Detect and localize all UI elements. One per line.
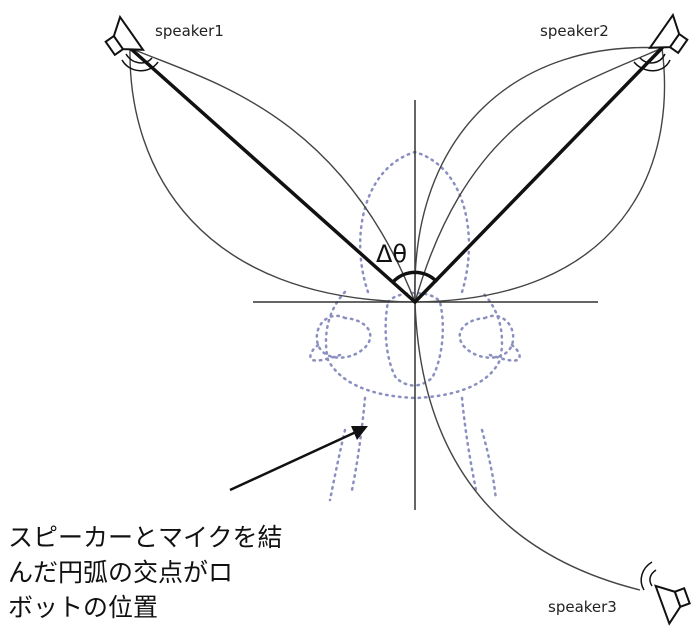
robot-face — [384, 291, 445, 387]
arc-speaker1-lower — [129, 47, 416, 303]
arc-speaker3 — [414, 301, 641, 591]
robot-left-ear-tip — [309, 343, 342, 362]
caption-line-2: んだ円弧の交点がロ — [8, 558, 234, 587]
robot-left-ear — [315, 314, 372, 359]
caption-line-1: スピーカーとマイクを結 — [8, 523, 283, 552]
caption-line-3: ボットの位置 — [8, 593, 159, 622]
sound-wave-icon — [633, 53, 671, 72]
speaker3: speaker3 — [548, 561, 691, 626]
robot-right-ear-tip — [488, 343, 521, 362]
line-to-speaker2 — [413, 46, 664, 304]
line-to-speaker1 — [128, 46, 417, 304]
speaker-icon — [648, 12, 689, 55]
robot-body — [324, 290, 504, 400]
pointer-arrow — [229, 426, 368, 492]
speaker-icon — [654, 584, 691, 626]
robot-right-leg — [460, 396, 498, 502]
axes — [253, 100, 598, 510]
arcs — [129, 46, 666, 591]
angle-arc — [391, 270, 439, 284]
arc-speaker2-lower — [414, 47, 666, 303]
speaker-icon — [104, 14, 145, 57]
arc-speaker1-upper — [129, 47, 416, 303]
direction-lines — [128, 46, 664, 304]
speaker3-label: speaker3 — [548, 598, 617, 616]
speaker1-label: speaker1 — [155, 22, 224, 40]
speaker2: speaker2 — [540, 12, 689, 72]
robot-left-leg — [328, 396, 367, 502]
speaker2-label: speaker2 — [540, 22, 609, 40]
speaker1: speaker1 — [104, 14, 224, 72]
sound-wave-icon — [121, 53, 159, 72]
caption: スピーカーとマイクを結 んだ円弧の交点がロ ボットの位置 — [8, 520, 308, 625]
sound-wave-icon — [640, 561, 657, 591]
angle-label: Δθ — [376, 240, 407, 268]
arc-speaker2-upper — [414, 47, 663, 303]
arc-speaker2-lower-inner — [414, 46, 663, 303]
robot-right-ear — [458, 314, 515, 359]
